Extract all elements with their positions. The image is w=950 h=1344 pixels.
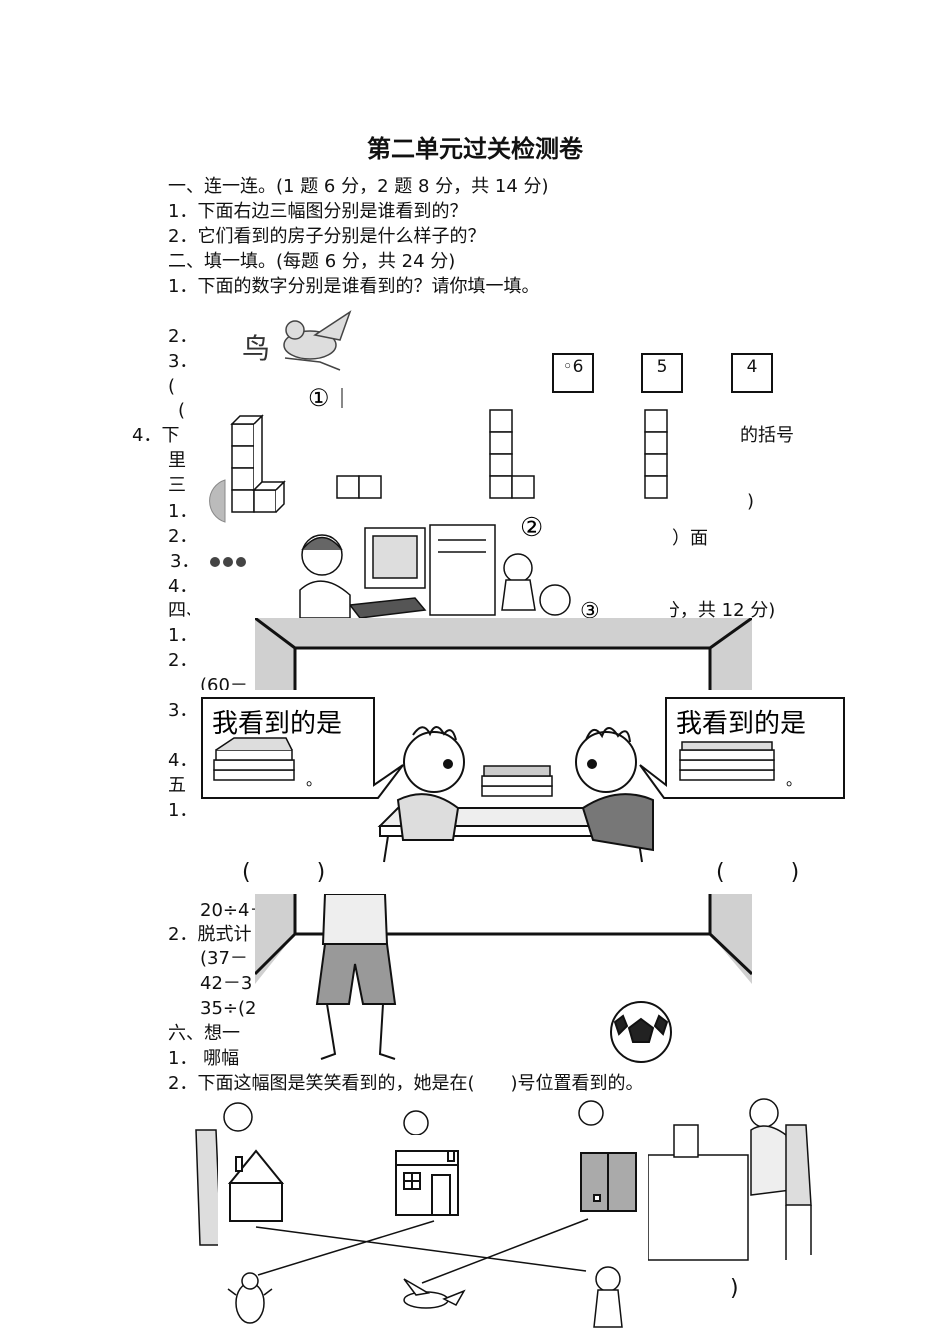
text-line: 35÷(28: [200, 998, 268, 1019]
text-line: 二、填一填。(每题 6 分，共 24 分): [168, 251, 456, 272]
number-box-3: 4: [731, 353, 773, 393]
house-front-icon: [395, 1150, 459, 1216]
paren-right: ( ): [716, 860, 800, 885]
circle-two-label: ②: [520, 513, 543, 543]
text-line: 2．它们看到的房子分别是什么样子的？: [168, 226, 486, 247]
text-line: 1．下面的数字分别是谁看到的？请你填一填。: [168, 276, 540, 297]
box-dot: ◦: [562, 357, 573, 377]
soccer-ball-icon: [610, 1001, 672, 1063]
circle-three-label: ③: [580, 599, 600, 618]
text-line: 2．脱式计: [168, 924, 252, 945]
kid-right-icon: [575, 727, 654, 852]
houses-paren: ): [730, 1276, 739, 1301]
bubble-right-text: 我看到的是: [676, 709, 806, 739]
number-box-3-value: 4: [746, 357, 758, 377]
text-line: 三: [168, 475, 186, 496]
text-line: 的括号: [740, 425, 794, 446]
text-line: 1．: [168, 800, 198, 821]
bird-icon: [283, 310, 352, 371]
room-top-illustration: [255, 618, 752, 690]
text-line: 42－3: [200, 973, 253, 994]
text-line: (: [168, 376, 176, 397]
number-box-1-value: 6: [572, 357, 584, 377]
person-right-icon: [501, 553, 571, 616]
books-stack-center-icon: [481, 765, 553, 797]
books-stack-left-icon: [213, 737, 295, 781]
text-line: 1． 哪幅: [168, 1048, 240, 1069]
figure-ball-room: [255, 894, 752, 1070]
books-illustration: 我看到的是 。 我看到的是 。: [201, 697, 845, 863]
bird-fly-icon: [403, 1278, 466, 1309]
house-side-icon: [580, 1152, 637, 1212]
beetle-icon: [227, 1272, 273, 1324]
text-line: 2．下面这幅图是笑笑看到的，她是在( )号位置看到的。: [168, 1073, 644, 1094]
text-line: (37－: [200, 948, 248, 969]
text-line: 3．: [168, 700, 198, 721]
computer-icon: [348, 524, 496, 618]
text-line: (: [178, 400, 186, 421]
kid-left-icon: [396, 726, 465, 841]
house-roof-icon: [227, 1149, 285, 1222]
text-line: 六、想一: [168, 1023, 240, 1044]
number-box-1: ◦6: [552, 353, 594, 393]
text-line: 4．下: [132, 425, 180, 446]
number-box-2: 5: [641, 353, 683, 393]
match-lines: [255, 1218, 589, 1284]
text-line: 4．: [168, 750, 198, 771]
houses-illustration: [195, 1098, 812, 1339]
paren-left: ( ): [242, 860, 326, 885]
block-view-top: [644, 409, 668, 499]
page-title: 第二单元过关检测卷: [367, 135, 583, 163]
bird-label: 鸟: [242, 332, 270, 365]
ball-room-illustration: [255, 894, 752, 1070]
text-line: 一、连一连。(1 题 6 分，2 题 8 分，共 14 分): [168, 176, 549, 197]
bubble-right-dot: 。: [786, 770, 802, 789]
flower-icon: [210, 557, 246, 567]
block-view-side: [489, 409, 535, 499]
dog-icon: [593, 1266, 623, 1328]
block-structure-1: [230, 414, 286, 513]
text-line: ）面: [672, 528, 708, 549]
figure-houses: [186, 1095, 831, 1339]
person-left-icon: [299, 534, 351, 618]
text-line: ): [747, 491, 755, 512]
circle-one-label: ①: [308, 384, 330, 412]
text-line: 20÷4－: [200, 900, 268, 921]
bubble-left-text: 我看到的是: [212, 709, 342, 739]
boy-icon: [315, 894, 397, 1060]
books-stack-right-icon: [679, 741, 775, 781]
bubble-left-dot: 。: [306, 770, 322, 789]
blocks-illustration: 鸟 ①: [209, 310, 668, 618]
text-line: 1．: [168, 625, 198, 646]
text-line: 五: [168, 775, 186, 796]
block-view-front: [336, 475, 382, 499]
figure-blocks-view: 鸟 ①: [190, 300, 670, 618]
text-line: 1．下面右边三幅图分别是谁看到的？: [168, 201, 468, 222]
figure-books: 我看到的是 。 我看到的是 。: [198, 690, 848, 870]
table-scene: [195, 1098, 812, 1261]
text-line: 里: [168, 450, 186, 471]
figure-books-room: [255, 618, 752, 690]
number-box-2-value: 5: [656, 357, 668, 377]
text-line: 2．: [168, 650, 198, 671]
